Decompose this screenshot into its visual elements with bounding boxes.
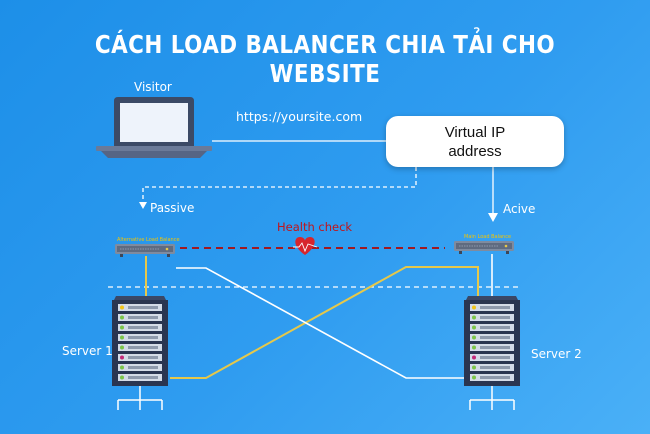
server-2-label: Server 2 <box>531 347 582 361</box>
virtual-ip-line2: address <box>448 142 502 160</box>
alternative-lb-tag: Alternative Load Balance <box>117 237 180 243</box>
yellow-connection <box>170 266 479 379</box>
white-connection <box>176 267 470 379</box>
active-label: Acive <box>503 202 536 216</box>
passive-label: Passive <box>150 201 195 215</box>
main-load-balancer <box>454 241 514 254</box>
page-title: CÁCH LOAD BALANCER CHIA TẢI CHO WEBSITE <box>94 30 556 88</box>
arrow-down-icon <box>488 213 498 222</box>
virtual-ip-line1: Virtual IP <box>444 123 506 141</box>
health-check-label: Health check <box>277 220 353 234</box>
server-2-rack <box>464 296 520 410</box>
url-label: https://yoursite.com <box>236 109 363 124</box>
virtual-ip-box: Virtual IP address <box>386 116 564 167</box>
server-1-rack <box>112 296 168 410</box>
server-1-label: Server 1 <box>62 344 113 358</box>
heart-icon <box>293 237 318 255</box>
arrow-down-icon <box>139 202 147 209</box>
alternative-load-balancer <box>115 244 175 257</box>
visitor-label: Visitor <box>134 80 172 94</box>
passive-path <box>142 167 417 203</box>
laptop-icon <box>96 97 212 158</box>
main-lb-tag: Main Load Balance <box>464 234 512 240</box>
